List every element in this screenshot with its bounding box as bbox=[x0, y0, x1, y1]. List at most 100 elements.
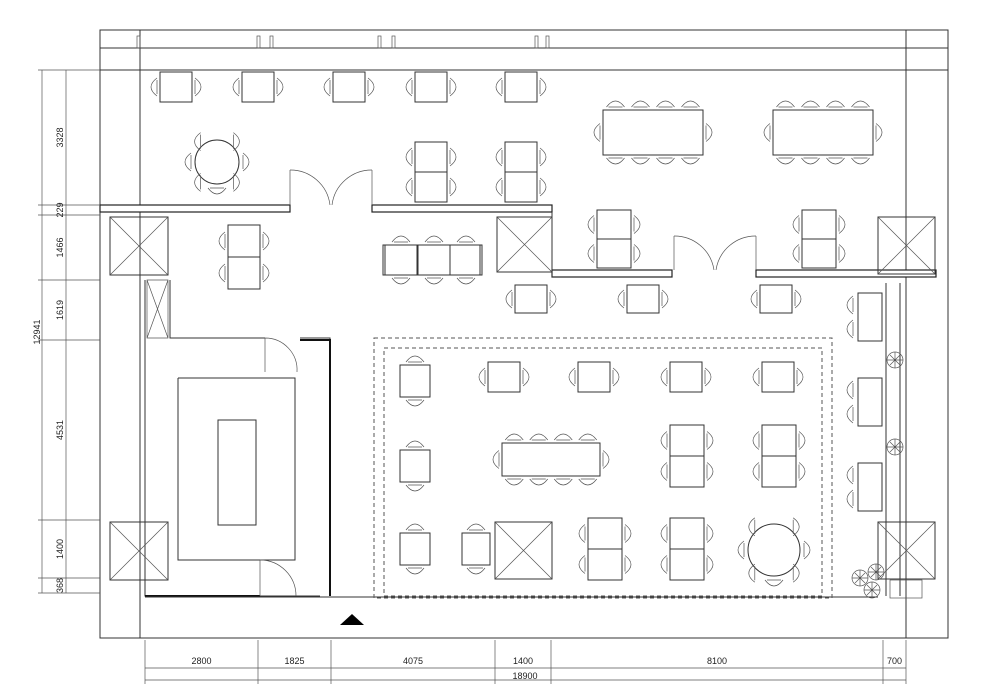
chair bbox=[405, 399, 425, 407]
chair bbox=[752, 367, 760, 387]
chair bbox=[660, 524, 668, 543]
table-set bbox=[752, 361, 804, 393]
booth-table-set bbox=[846, 292, 883, 342]
booth-table-set bbox=[846, 377, 883, 427]
chair bbox=[323, 77, 331, 97]
chair bbox=[661, 289, 669, 309]
table-set bbox=[587, 209, 641, 240]
chair bbox=[706, 555, 714, 574]
long-table-set bbox=[593, 100, 713, 165]
dim-left-segment: 1400 bbox=[55, 539, 65, 559]
chair bbox=[631, 157, 650, 165]
chair bbox=[578, 433, 598, 441]
chair bbox=[529, 433, 549, 441]
window-marker bbox=[256, 35, 261, 49]
chair bbox=[838, 244, 846, 263]
chair bbox=[218, 263, 226, 283]
dim-left-segment: 4531 bbox=[55, 420, 65, 440]
chair bbox=[522, 367, 530, 387]
chair bbox=[798, 462, 806, 481]
chair bbox=[612, 367, 620, 387]
chair bbox=[539, 147, 547, 167]
chair bbox=[706, 431, 714, 450]
table-set bbox=[617, 284, 669, 314]
column bbox=[109, 216, 169, 276]
table-set bbox=[150, 71, 202, 103]
chair bbox=[706, 524, 714, 543]
table-set bbox=[218, 224, 270, 258]
chair bbox=[233, 173, 240, 192]
chair bbox=[405, 147, 413, 167]
chair bbox=[194, 77, 202, 97]
round-table-set bbox=[184, 132, 250, 195]
chair bbox=[587, 244, 595, 263]
chair bbox=[391, 235, 411, 243]
table-set bbox=[449, 235, 483, 285]
booth-table-set bbox=[846, 462, 883, 512]
table-set bbox=[752, 455, 806, 488]
chair bbox=[851, 100, 870, 108]
chair bbox=[801, 100, 820, 108]
table-set bbox=[399, 355, 431, 407]
column bbox=[494, 521, 553, 580]
chair bbox=[752, 462, 760, 481]
chair bbox=[405, 523, 425, 531]
chair bbox=[405, 77, 413, 97]
chair bbox=[539, 77, 547, 97]
table-set bbox=[399, 523, 431, 575]
chair bbox=[794, 289, 802, 309]
chair bbox=[424, 277, 444, 285]
chair bbox=[495, 77, 503, 97]
plant-icon bbox=[886, 438, 904, 456]
table-set bbox=[323, 71, 375, 103]
table-set bbox=[495, 171, 547, 203]
table-set bbox=[461, 523, 491, 575]
chair bbox=[633, 215, 641, 234]
table-set bbox=[660, 424, 714, 457]
chair bbox=[776, 100, 795, 108]
table-set bbox=[568, 361, 620, 393]
chair bbox=[617, 289, 625, 309]
chair bbox=[367, 77, 375, 97]
structural-columns bbox=[109, 216, 936, 581]
column bbox=[877, 521, 936, 580]
chair bbox=[656, 100, 675, 108]
chair bbox=[656, 157, 675, 165]
chair bbox=[706, 462, 714, 481]
chair bbox=[505, 289, 513, 309]
chair bbox=[750, 289, 758, 309]
chair bbox=[606, 100, 625, 108]
chair bbox=[495, 177, 503, 197]
chair bbox=[624, 524, 632, 543]
chair bbox=[826, 100, 845, 108]
chair bbox=[449, 147, 457, 167]
chair bbox=[456, 277, 476, 285]
table-set bbox=[417, 235, 451, 285]
chair bbox=[233, 132, 240, 151]
chair bbox=[660, 462, 668, 481]
chair bbox=[660, 431, 668, 450]
chair bbox=[405, 355, 425, 363]
table-set bbox=[405, 71, 457, 103]
chair bbox=[504, 478, 524, 486]
chair bbox=[801, 157, 820, 165]
chair bbox=[764, 579, 784, 587]
chair bbox=[602, 450, 610, 469]
dim-left-segment: 3328 bbox=[55, 127, 65, 147]
chair bbox=[466, 567, 486, 575]
table-set bbox=[478, 361, 530, 393]
chair bbox=[681, 100, 700, 108]
plant-icon bbox=[867, 563, 885, 581]
table-set bbox=[218, 256, 270, 290]
chair bbox=[846, 489, 854, 509]
window-marker bbox=[377, 35, 382, 49]
dim-bottom-segment: 8100 bbox=[707, 656, 727, 666]
table-set bbox=[587, 238, 641, 269]
chair bbox=[798, 431, 806, 450]
chair bbox=[704, 367, 712, 387]
chair bbox=[633, 244, 641, 263]
chair bbox=[242, 152, 250, 172]
column bbox=[496, 216, 553, 273]
